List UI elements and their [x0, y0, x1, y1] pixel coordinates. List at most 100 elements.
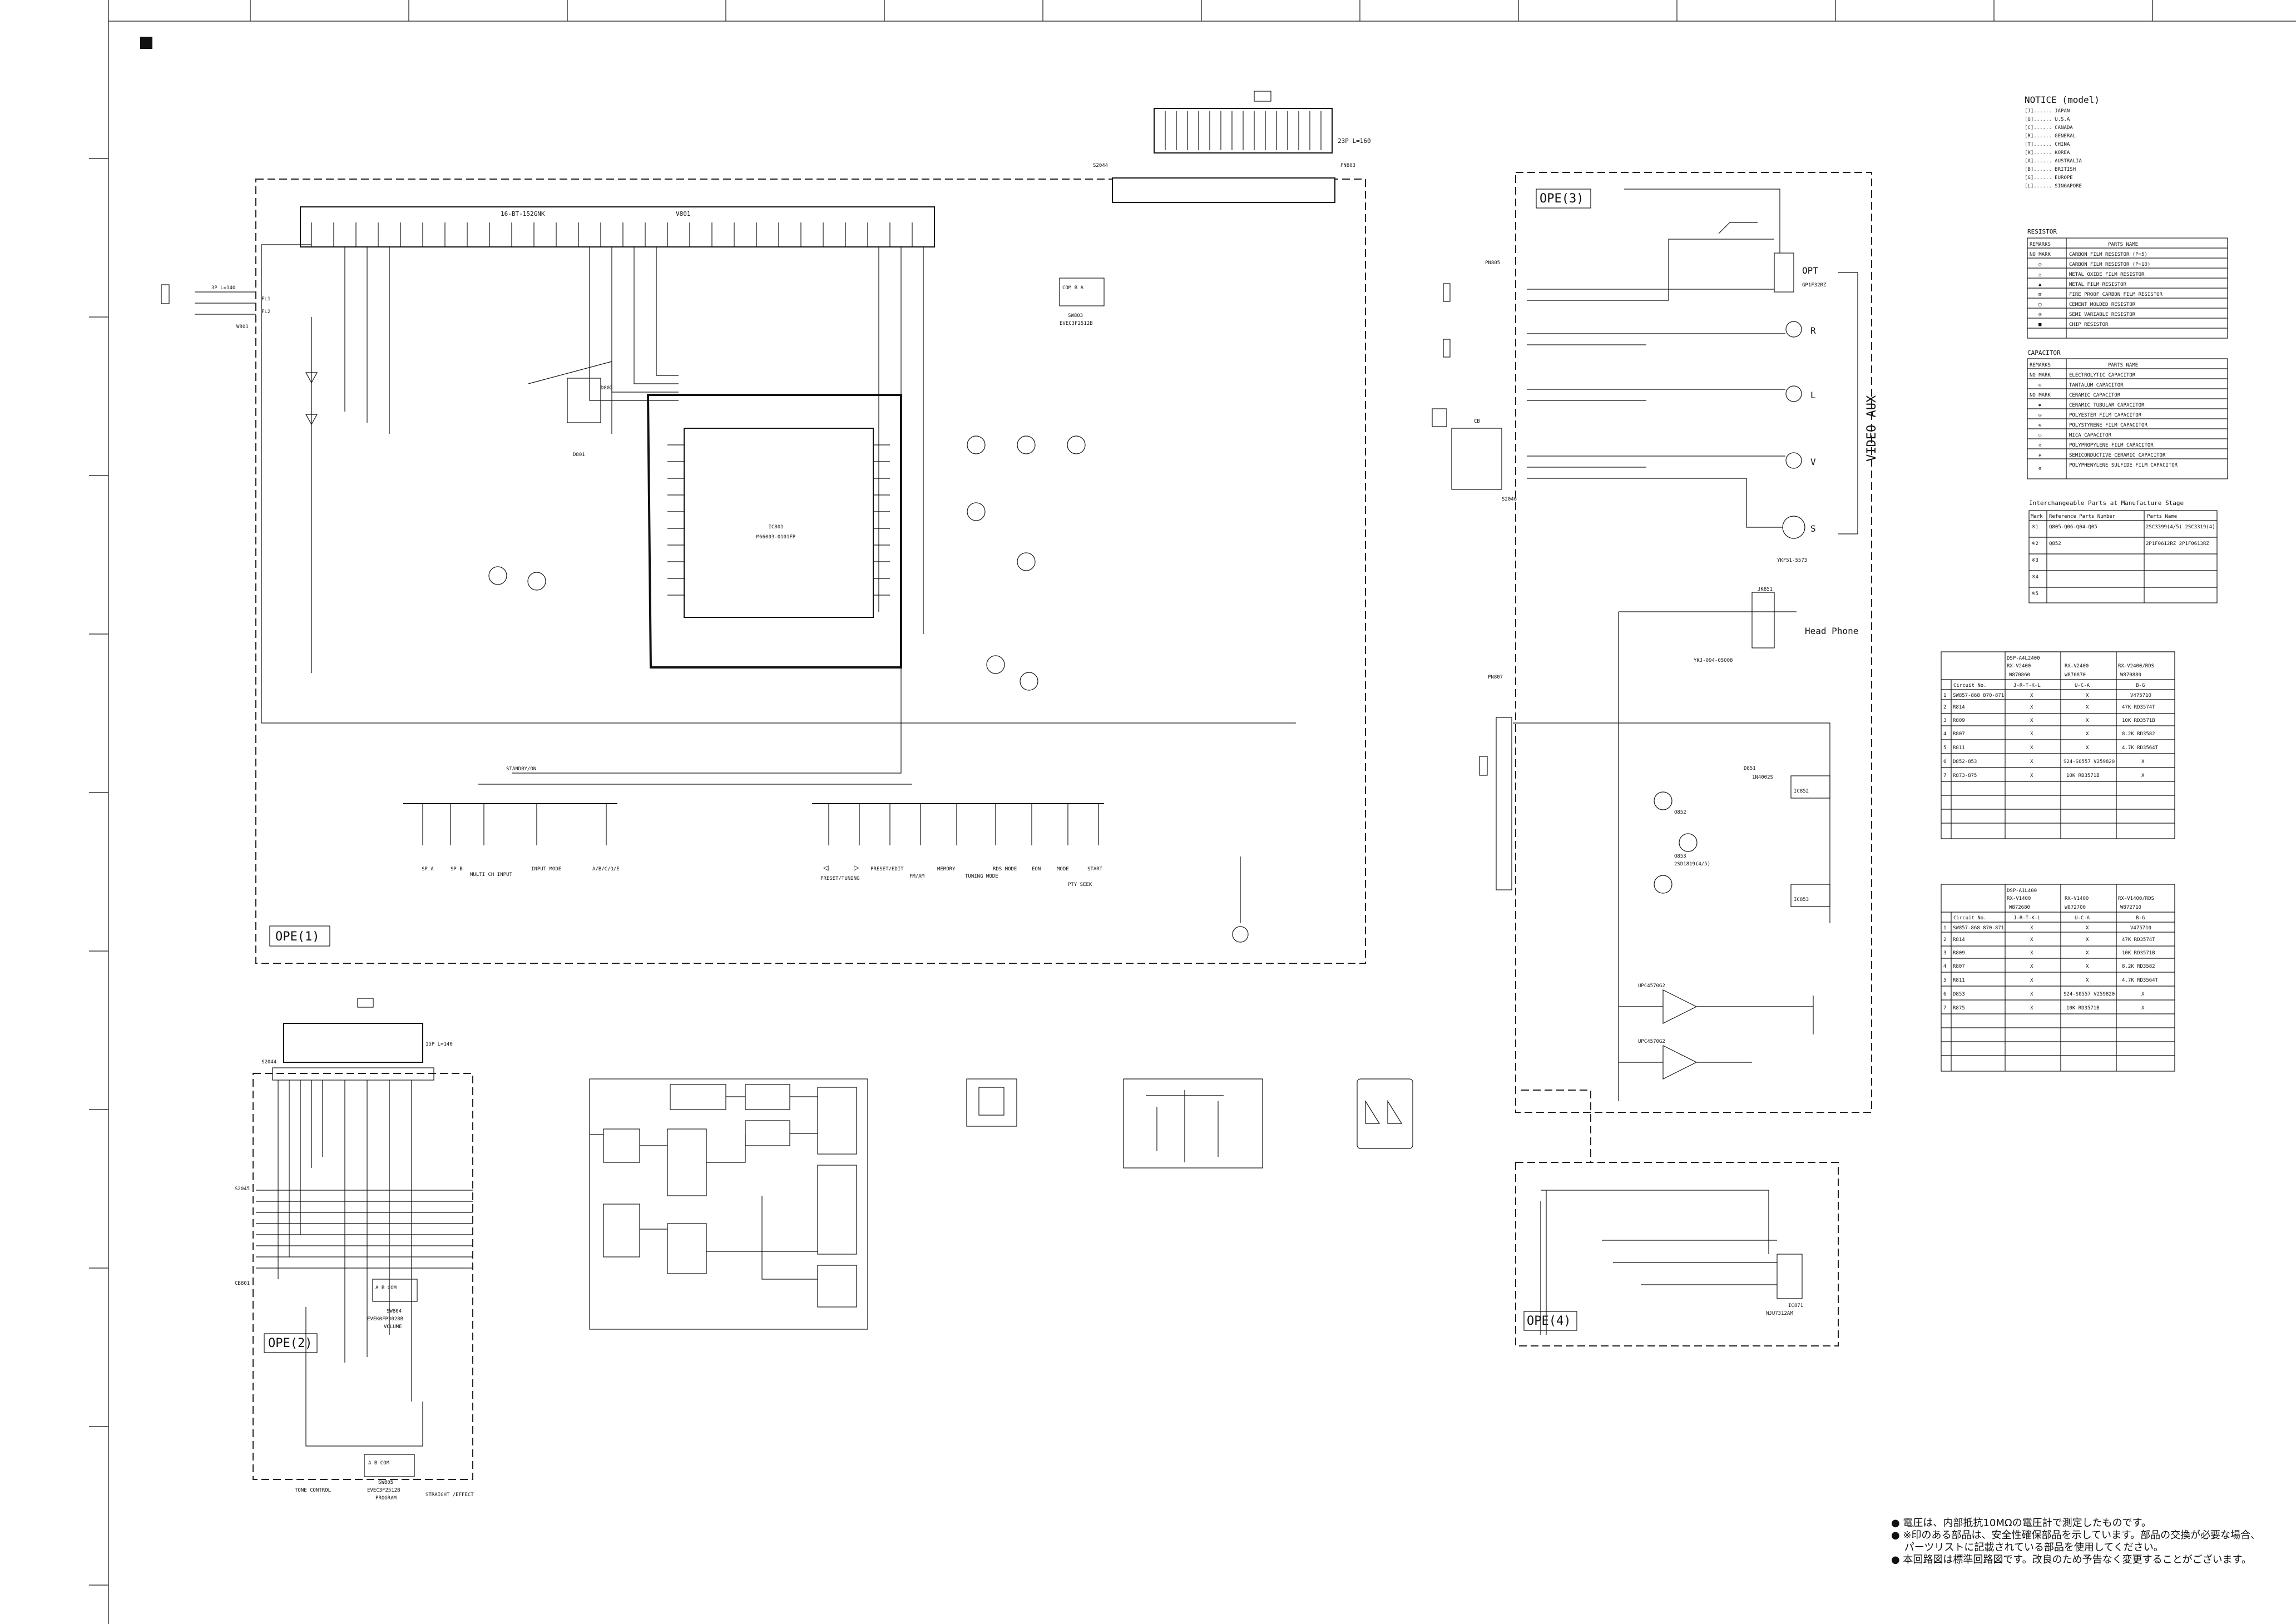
t2-r0-b: X [2086, 925, 2089, 931]
notice-item-1: [U]...... U.S.A [2025, 117, 2070, 122]
t2-r6-circuit: R875 [1953, 1006, 1965, 1011]
ope3-pn807: PN807 [1488, 675, 1503, 680]
q858-part: 2SD1819(4/5) [1674, 861, 1710, 867]
resistor-row-5-name: CEMENT MOLDED RESISTOR [2069, 302, 2136, 308]
t1-r4-b: X [2086, 745, 2089, 751]
opt-part: GP1F32RZ [1802, 283, 1827, 288]
t2-r4-no: 5 [1943, 978, 1946, 983]
t1-r6-b: 10K RD3571B [2066, 773, 2100, 779]
btn-pty-seek: PTY SEEK [1068, 882, 1092, 888]
t2-r6-b: 10K RD3571B [2066, 1006, 2100, 1011]
ic-row-0-name: 2SC3399(4/5) 2SC3319(4) [2146, 524, 2215, 530]
ic-row-1-ref: Q852 [2049, 541, 2061, 547]
footnotes: ● 電圧は、内部抵抗10MΩの電圧計で測定したものです。 ● ※印のある部品は、… [1891, 1517, 2260, 1566]
ic-block-large [589, 1078, 868, 1330]
t1-r0-no: 1 [1943, 693, 1946, 699]
t2-r5-c: X [2141, 992, 2145, 997]
resistor-row-4-name: FIRE PROOF CARBON FILM RESISTOR [2069, 292, 2163, 298]
t1-h-uca: U-C-A [2075, 683, 2090, 689]
btn-sp-b: SP B [451, 867, 463, 872]
t2-r1-no: 2 [1943, 937, 1946, 943]
t1-r5-a: X [2030, 759, 2033, 765]
t2-r4-b: X [2086, 978, 2089, 983]
sw804-box [372, 1279, 418, 1302]
amp-input-connector [1496, 717, 1512, 890]
t1-r0-a: X [2030, 693, 2033, 699]
interchangeable-table: Interchangeable Parts at Manufacture Sta… [2028, 499, 2218, 603]
ic-row-1-mark: ※2 [2031, 541, 2038, 547]
capacitor-row-5-mark: ⊕ [2038, 423, 2041, 428]
t1-r2-no: 3 [1943, 718, 1946, 724]
ope1-border [255, 179, 1366, 964]
t2-r3-a: X [2030, 964, 2033, 969]
t2-r2-b: X [2086, 950, 2089, 956]
opamp-2 [1662, 1045, 1698, 1080]
t2-r0-a: X [2030, 925, 2033, 931]
ope2-s2045: S2045 [235, 1186, 250, 1192]
t2-r3-no: 4 [1943, 964, 1946, 969]
vfd-v801 [300, 206, 935, 247]
interchangeable-title: Interchangeable Parts at Manufacture Sta… [2029, 499, 2184, 507]
ic-small-8pin [966, 1078, 1017, 1127]
q853-label: Q853 [1674, 854, 1686, 859]
ope3-pn805: PN805 [1485, 260, 1500, 266]
ic-row-4-mark: ※5 [2031, 591, 2038, 597]
t1-r0-b: X [2086, 693, 2089, 699]
t1-r6-no: 7 [1943, 773, 1946, 779]
btn-multi-ch-input: MULTI CH INPUT [470, 872, 512, 878]
t2-model-2: RX-V1400 [2065, 896, 2089, 902]
jack-v-label: V [1810, 457, 1816, 467]
ope2-label-box [264, 1333, 318, 1353]
ic-row-0-mark: ※1 [2031, 524, 2038, 530]
mcu-ic801-ref: IC801 [768, 524, 783, 530]
t2-r1-circuit: R814 [1953, 937, 1965, 943]
t2-r1-b: X [2086, 937, 2089, 943]
t2-h-circuit: Circuit No. [1953, 915, 1987, 921]
ope2-ffc-label: 15P L=140 [425, 1042, 453, 1047]
t2-sub-1: W872700 [2065, 905, 2086, 910]
sw803-ref: SW803 [1068, 313, 1083, 319]
sw805-abcom: A B COM [368, 1460, 390, 1466]
video-aux-label: VIDEO AUX [1865, 395, 1879, 462]
sw804-abcom: A B COM [375, 1285, 397, 1291]
t1-r2-a: X [2030, 718, 2033, 724]
resistor-row-3-mark: ▲ [2038, 282, 2042, 288]
ope1-label: OPE(1) [275, 930, 319, 944]
d851-part: 1N4002S [1752, 775, 1773, 780]
t2-r1-a: X [2030, 937, 2033, 943]
capacitor-row-4-name: POLYESTER FILM CAPACITOR [2069, 413, 2142, 418]
btn-preset-edit: PRESET/EDIT [870, 867, 904, 872]
t1-r4-circuit: R811 [1953, 745, 1965, 751]
capacitor-table: CAPACITOR REMARKS PARTS NAME NO MARK ELE… [2027, 349, 2228, 479]
sw805-part: EVEC3F2512B [367, 1488, 400, 1493]
capacitor-header-parts: PARTS NAME [2108, 363, 2138, 368]
t2-r3-b: X [2086, 964, 2089, 969]
resistor-row-6-mark: ◎ [2038, 312, 2042, 318]
capacitor-row-1-mark: ⊙ [2038, 383, 2041, 388]
resistor-table: RESISTOR REMARKS PARTS NAME NO MARK CARB… [2027, 228, 2228, 339]
ic-8pin-package [1357, 1078, 1413, 1149]
t1-r2-b: X [2086, 718, 2089, 724]
t2-r5-a: X [2030, 992, 2033, 997]
ic871-box [1777, 1254, 1803, 1299]
d801-label: D801 [573, 452, 585, 458]
mcu-pins [667, 444, 890, 596]
btn-input-mode: INPUT MODE [531, 867, 561, 872]
t2-model-1: RX-V1400 [2007, 896, 2031, 902]
ope3-border [1515, 172, 1872, 1113]
ope2-straight-effect: STRAIGHT /EFFECT [425, 1492, 474, 1498]
ope4-border [1515, 1162, 1839, 1346]
btn-tuning-mode: TUNING MODE [965, 874, 998, 879]
sw805-box [364, 1454, 415, 1477]
t1-model-0: DSP-A4L2400 [2007, 656, 2040, 661]
t2-r5-b: S24-S0557 V259820 [2064, 992, 2115, 997]
ope3-label: OPE(3) [1540, 192, 1584, 206]
jack-l-label: L [1810, 390, 1816, 400]
t2-r0-no: 1 [1943, 925, 1946, 931]
q854-symbol [1654, 875, 1672, 894]
t1-r3-b: X [2086, 731, 2089, 737]
jack-r [1785, 321, 1802, 338]
left-entry-wires [195, 291, 256, 315]
ope3-panel: OPE(3) GP1F32RZ OPT R L V S YKF51-5573 V… [1432, 172, 1879, 1113]
